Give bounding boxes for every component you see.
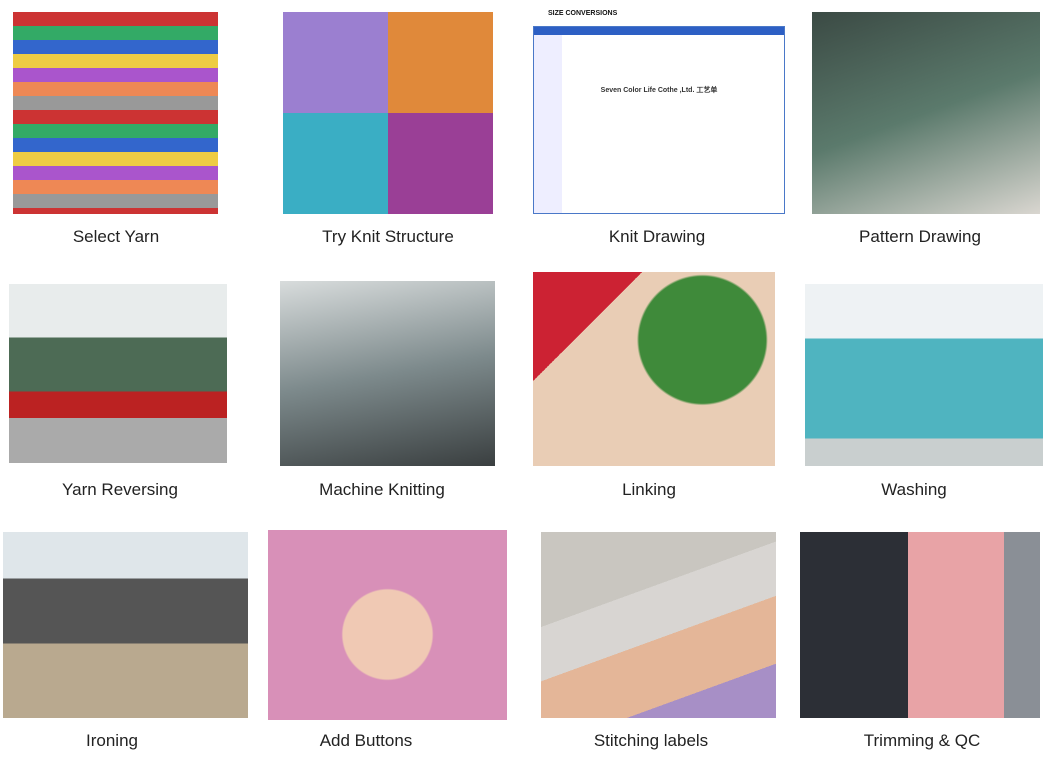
caption-knit-drawing: Knit Drawing — [608, 227, 706, 246]
photo-stitching-labels — [541, 532, 776, 718]
photo-knit-structure — [283, 12, 493, 214]
caption-pattern-drawing: Pattern Drawing — [859, 227, 981, 246]
photo-pattern-drawing — [812, 12, 1040, 214]
photo-washing — [805, 284, 1043, 466]
caption-stitching-labels: Stitching labels — [593, 731, 709, 750]
caption-machine-knitting: Machine Knitting — [319, 480, 445, 499]
photo-linking — [533, 272, 775, 466]
photo-add-buttons — [268, 530, 507, 720]
photo-select-yarn — [13, 12, 218, 214]
company-title: Seven Color Life Cothe ,Ltd. 工艺单 — [600, 87, 718, 94]
caption-yarn-reversing: Yarn Reversing — [62, 480, 178, 499]
photo-ironing — [3, 532, 248, 718]
photo-yarn-reversing — [9, 284, 227, 463]
caption-select-yarn: Select Yarn — [72, 227, 160, 246]
caption-ironing: Ironing — [86, 731, 138, 750]
photo-knit-drawing: Seven Color Life Cothe ,Ltd. 工艺单 — [533, 26, 785, 214]
size-conversions-heading: SIZE CONVERSIONS — [548, 10, 618, 17]
photo-trimming-qc — [800, 532, 1040, 718]
caption-washing: Washing — [881, 480, 947, 499]
caption-linking: Linking — [622, 480, 676, 499]
caption-add-buttons: Add Buttons — [319, 731, 413, 750]
photo-machine-knitting — [280, 281, 495, 466]
caption-knit-structure: Try Knit Structure — [322, 227, 454, 246]
caption-trimming-qc: Trimming & QC — [863, 731, 981, 750]
